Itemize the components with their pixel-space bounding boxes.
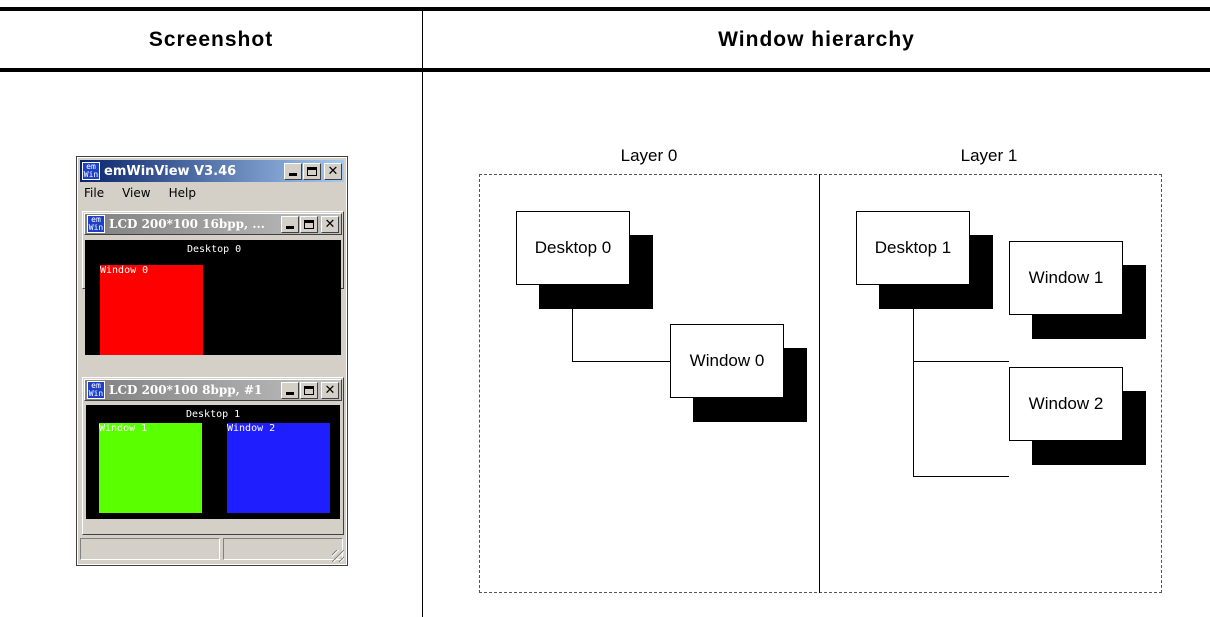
size-grip-icon[interactable]: [332, 550, 344, 562]
node-window-0: Window 0: [670, 324, 784, 398]
tree-connector: [913, 361, 1009, 362]
lcd-window-label-2: Window 2: [227, 423, 276, 434]
table-top-rule: [0, 7, 1210, 11]
layers-frame: [479, 174, 1162, 593]
lcd-display-1: Desktop 1 Window 1 Window 2: [86, 405, 340, 519]
lcd-window-label-1: Window 1: [99, 423, 148, 434]
window-hierarchy-diagram: Layer 0 Layer 1 Desktop 0 Window 0 Deskt…: [423, 72, 1210, 617]
menu-help[interactable]: Help: [168, 186, 196, 200]
app-title: emWinView V3.46: [104, 163, 237, 179]
menu-file[interactable]: File: [84, 186, 105, 200]
node-window-2: Window 2: [1009, 367, 1123, 441]
close-icon: ✕: [327, 163, 339, 179]
tree-connector: [572, 361, 670, 362]
lcd-display-0: Desktop 0 Window 0: [85, 240, 341, 355]
column-header-window-hierarchy: Window hierarchy: [718, 27, 915, 51]
child0-minimize-button[interactable]: [281, 215, 299, 233]
minimize-icon: [286, 392, 294, 395]
layer-label-0: Layer 0: [620, 146, 678, 165]
node-desktop-0: Desktop 0: [516, 211, 630, 285]
lcd-child-title-1: LCD 200*100 8bpp, #1: [109, 383, 263, 397]
child0-close-button[interactable]: ✕: [321, 215, 339, 233]
minimize-icon: [286, 226, 294, 229]
status-bar: [80, 538, 344, 562]
child0-maximize-button[interactable]: [300, 215, 318, 233]
node-window-1: Window 1: [1009, 241, 1123, 315]
lcd-window-0: Window 0: [100, 265, 203, 355]
child1-minimize-button[interactable]: [281, 381, 299, 399]
close-icon: ✕: [324, 382, 336, 398]
node-desktop-1: Desktop 1: [856, 211, 970, 285]
status-pane-1: [80, 538, 220, 560]
lcd-window-label-0: Window 0: [100, 265, 149, 276]
app-close-button[interactable]: ✕: [324, 162, 342, 180]
maximize-icon: [307, 166, 317, 176]
column-divider: [422, 11, 423, 617]
table-header-rule: [0, 68, 1210, 72]
minimize-icon: [289, 173, 297, 176]
menu-view[interactable]: View: [122, 186, 151, 200]
child1-maximize-button[interactable]: [300, 381, 318, 399]
tree-connector: [913, 476, 1009, 477]
lcd-desktop-label-0: Desktop 0: [187, 244, 242, 255]
app-minimize-button[interactable]: [284, 162, 302, 180]
child1-close-button[interactable]: ✕: [321, 381, 339, 399]
layer-label-1: Layer 1: [960, 146, 1018, 165]
maximize-icon: [304, 385, 314, 395]
maximize-icon: [304, 219, 314, 229]
tree-connector: [913, 224, 914, 477]
lcd-window-2: Window 2: [227, 423, 330, 513]
close-icon: ✕: [324, 216, 336, 232]
layer-divider: [819, 174, 820, 593]
app-maximize-button[interactable]: [303, 162, 321, 180]
column-header-screenshot: Screenshot: [148, 27, 274, 51]
menu-bar: File View Help: [82, 186, 198, 204]
status-pane-2: [223, 538, 343, 560]
lcd-window-1: Window 1: [99, 423, 202, 513]
lcd-desktop-label-1: Desktop 1: [186, 409, 241, 420]
lcd-child-title-0: LCD 200*100 16bpp, ...: [109, 217, 265, 231]
